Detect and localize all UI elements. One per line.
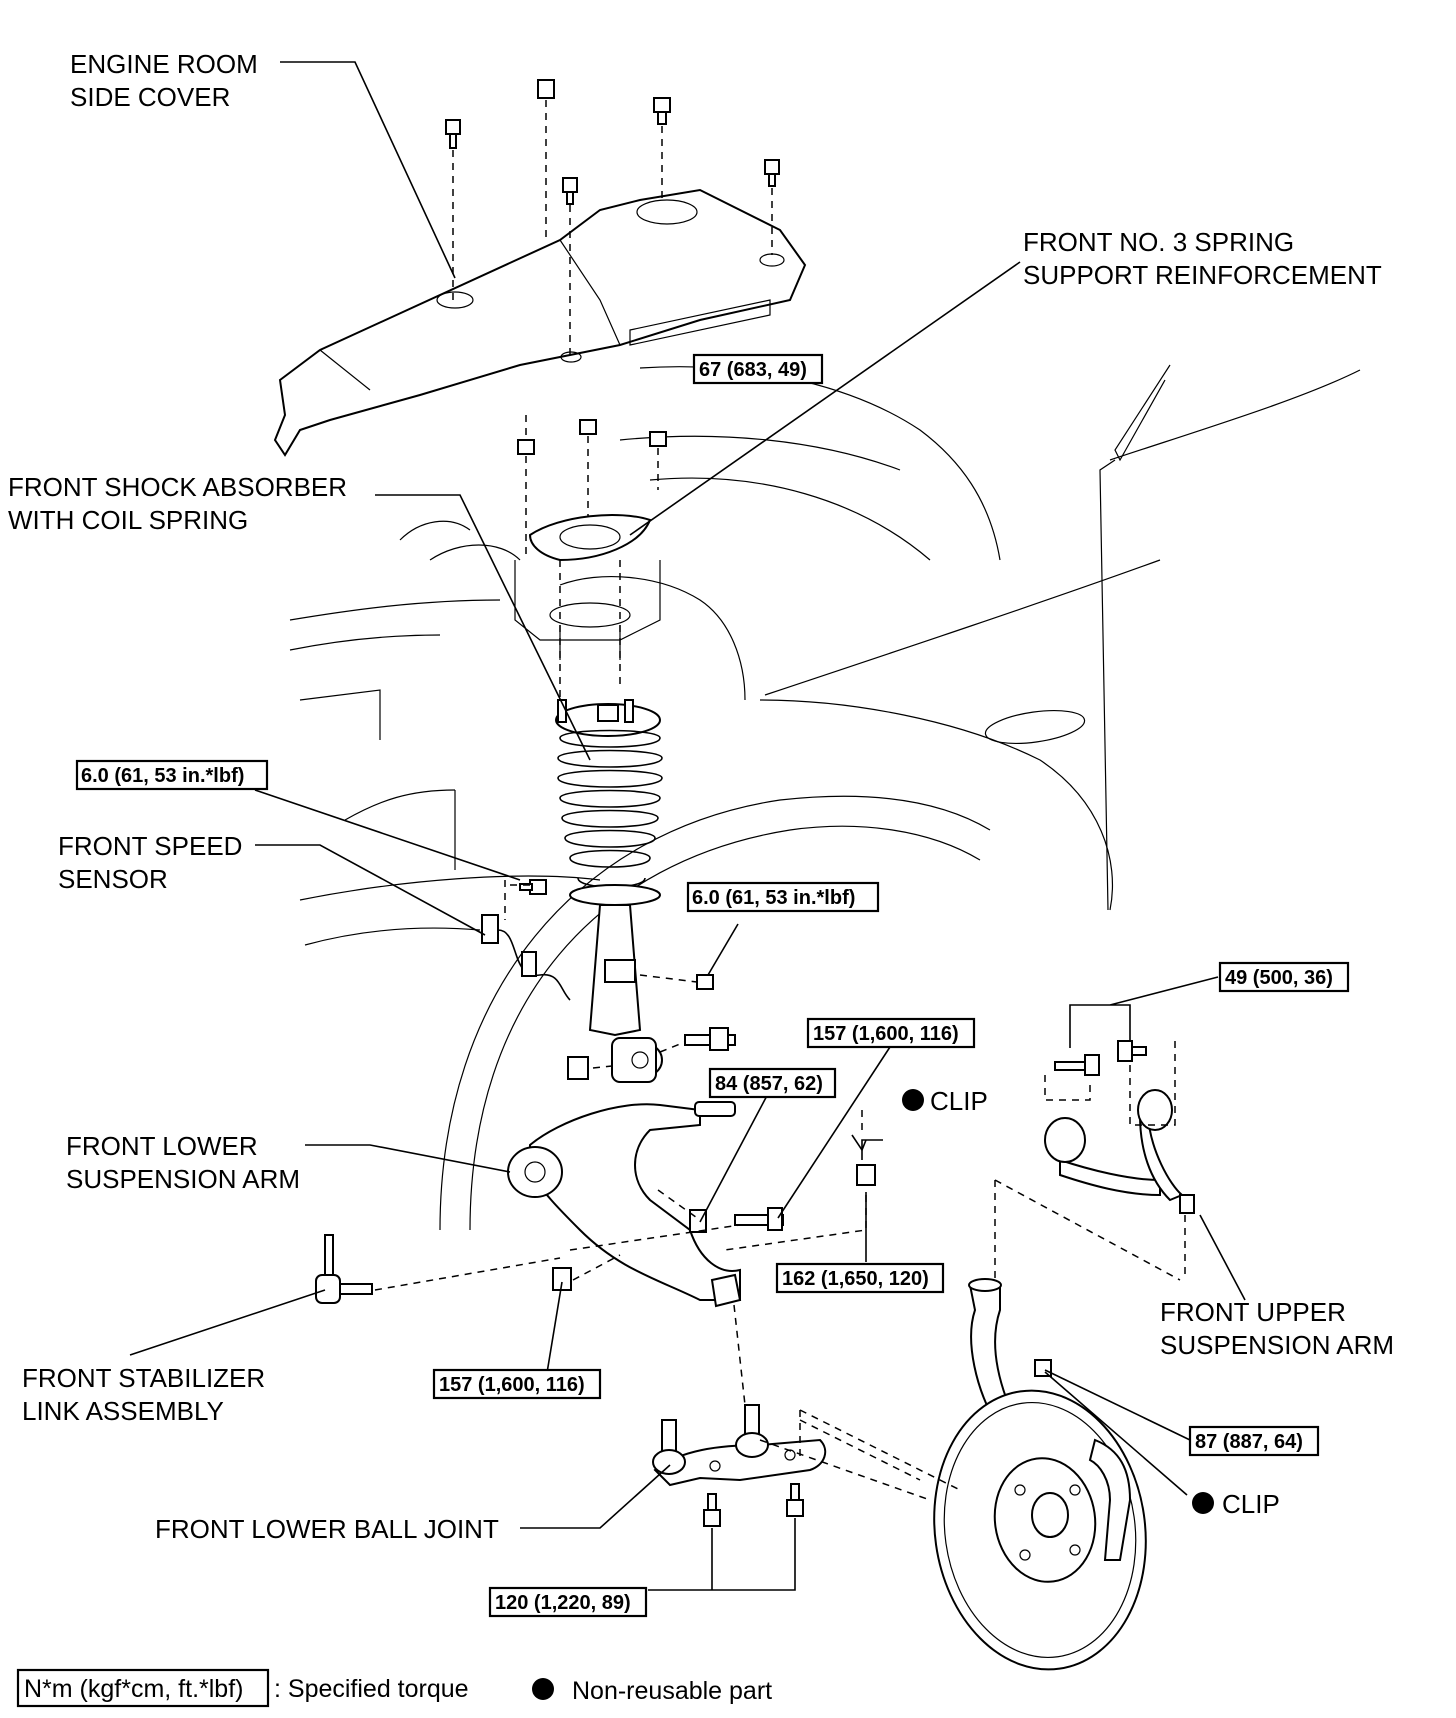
clip-label-lower: CLIP: [1192, 1489, 1280, 1519]
front-upper-suspension-arm-label: FRONT UPPER SUSPENSION ARM: [1160, 1297, 1394, 1360]
vehicle-body-outline: [289, 364, 1361, 1231]
svg-text:ENGINE ROOM: ENGINE ROOM: [70, 49, 258, 79]
svg-text:LINK ASSEMBLY: LINK ASSEMBLY: [22, 1396, 224, 1426]
svg-text:6.0 (61, 53 in.*lbf): 6.0 (61, 53 in.*lbf): [81, 765, 244, 787]
strut-tower: [514, 560, 661, 660]
svg-text:SUPPORT REINFORCEMENT: SUPPORT REINFORCEMENT: [1023, 260, 1382, 290]
torque-157-bottom: 157 (1,600, 116): [432, 1368, 602, 1400]
svg-text:87 (887, 64): 87 (887, 64): [1195, 1431, 1303, 1453]
front-lower-suspension-arm-label: FRONT LOWER SUSPENSION ARM: [66, 1131, 300, 1194]
svg-text:CLIP: CLIP: [1222, 1489, 1280, 1519]
cover-bolt-3: [653, 97, 671, 125]
front-shock-absorber-with-coil-spring: [555, 699, 663, 1083]
front-speed-sensor-label: FRONT SPEED SENSOR: [58, 831, 242, 894]
arm-bolt: [734, 1207, 784, 1231]
front-lower-ball-joint-label: FRONT LOWER BALL JOINT: [155, 1514, 499, 1544]
cover-bolts: [445, 79, 780, 205]
front-lower-ball-joint: [652, 1404, 827, 1487]
front-stabilizer-link-assembly: [315, 1234, 373, 1304]
svg-text:FRONT UPPER: FRONT UPPER: [1160, 1297, 1346, 1327]
clip-label-upper: CLIP: [902, 1086, 988, 1116]
steering-knuckle: [968, 1278, 1052, 1431]
svg-text:WITH COIL SPRING: WITH COIL SPRING: [8, 505, 248, 535]
bracket-bolt: [696, 974, 714, 990]
front-shock-absorber-label: FRONT SHOCK ABSORBER WITH COIL SPRING: [8, 472, 347, 535]
arm-nut-157: [552, 1267, 572, 1291]
svg-text:157 (1,600, 116): 157 (1,600, 116): [439, 1374, 585, 1396]
non-reusable-dot-icon: [902, 1089, 924, 1111]
engine-room-side-cover: [273, 188, 807, 457]
legend-torque-box: N*m (kgf*cm, ft.*lbf): [16, 1668, 270, 1708]
arm-nut-84: [689, 1209, 707, 1233]
front-upper-suspension-arm: [1044, 1089, 1195, 1214]
svg-text:SUSPENSION ARM: SUSPENSION ARM: [1160, 1330, 1394, 1360]
front-stabilizer-link-label: FRONT STABILIZER LINK ASSEMBLY: [22, 1363, 265, 1426]
strut-mount-nuts: [517, 419, 667, 455]
clip-pin-top: [851, 1134, 867, 1152]
svg-text:FRONT SPEED: FRONT SPEED: [58, 831, 242, 861]
front-no3-spring-support-label: FRONT NO. 3 SPRING SUPPORT REINFORCEMENT: [1023, 227, 1382, 290]
ball-joint-bolts: [703, 1483, 804, 1527]
torque-67: 67 (683, 49): [692, 353, 824, 385]
svg-text:67 (683, 49): 67 (683, 49): [699, 359, 807, 381]
svg-text:CLIP: CLIP: [930, 1086, 988, 1116]
svg-text:6.0 (61, 53 in.*lbf): 6.0 (61, 53 in.*lbf): [692, 887, 855, 909]
upper-arm-bolts: [1054, 1040, 1147, 1076]
front-no3-spring-support-reinforcement: [528, 514, 652, 562]
engine-room-side-cover-label: ENGINE ROOM SIDE COVER: [70, 49, 258, 112]
torque-120: 120 (1,220, 89): [488, 1586, 648, 1618]
shock-lower-nut: [567, 1056, 589, 1080]
speed-sensor-bolt: [519, 879, 547, 895]
leader-lines: [129, 61, 1246, 1591]
cover-bolt-4: [562, 177, 578, 205]
cover-bolt-5: [764, 159, 780, 187]
legend-nonreusable-text: Non-reusable part: [572, 1677, 772, 1705]
non-reusable-dot-icon: [1192, 1492, 1214, 1514]
svg-text:FRONT STABILIZER: FRONT STABILIZER: [22, 1363, 265, 1393]
svg-text:120 (1,220, 89): 120 (1,220, 89): [495, 1592, 631, 1614]
front-lower-suspension-arm: [507, 1101, 742, 1308]
torque-84: 84 (857, 62): [708, 1067, 837, 1099]
torque-6-bracket: 6.0 (61, 53 in.*lbf): [686, 881, 880, 913]
torque-87: 87 (887, 64): [1188, 1425, 1320, 1457]
torque-6-speed-sensor: 6.0 (61, 53 in.*lbf): [75, 759, 269, 791]
svg-text:SENSOR: SENSOR: [58, 864, 168, 894]
legend-torque-text: : Specified torque: [274, 1675, 469, 1703]
svg-text:SUSPENSION ARM: SUSPENSION ARM: [66, 1164, 300, 1194]
svg-text:FRONT SHOCK ABSORBER: FRONT SHOCK ABSORBER: [8, 472, 347, 502]
shock-lower-bolt: [684, 1027, 736, 1051]
svg-text:162 (1,650, 120): 162 (1,650, 120): [782, 1268, 929, 1290]
torque-162: 162 (1,650, 120): [775, 1262, 945, 1294]
front-speed-sensor: [481, 914, 571, 1001]
svg-text:157 (1,600, 116): 157 (1,600, 116): [813, 1023, 959, 1045]
svg-text:N*m (kgf*cm, ft.*lbf): N*m (kgf*cm, ft.*lbf): [24, 1675, 243, 1703]
legend: N*m (kgf*cm, ft.*lbf) : Specified torque…: [16, 1668, 772, 1708]
legend-dot-icon: [532, 1678, 554, 1700]
cover-bolt-2: [537, 79, 555, 99]
torque-157-top: 157 (1,600, 116): [806, 1017, 976, 1049]
castle-nut-162: [856, 1164, 876, 1186]
svg-text:84 (857, 62): 84 (857, 62): [715, 1073, 823, 1095]
brake-caliper: [1088, 1438, 1132, 1561]
brake-disc: [933, 1389, 1147, 1671]
cover-bolt-1: [445, 119, 461, 149]
svg-text:FRONT LOWER: FRONT LOWER: [66, 1131, 258, 1161]
svg-text:SIDE COVER: SIDE COVER: [70, 82, 230, 112]
svg-text:49 (500, 36): 49 (500, 36): [1225, 967, 1333, 989]
torque-49: 49 (500, 36): [1218, 961, 1350, 993]
svg-text:FRONT NO. 3 SPRING: FRONT NO. 3 SPRING: [1023, 227, 1294, 257]
